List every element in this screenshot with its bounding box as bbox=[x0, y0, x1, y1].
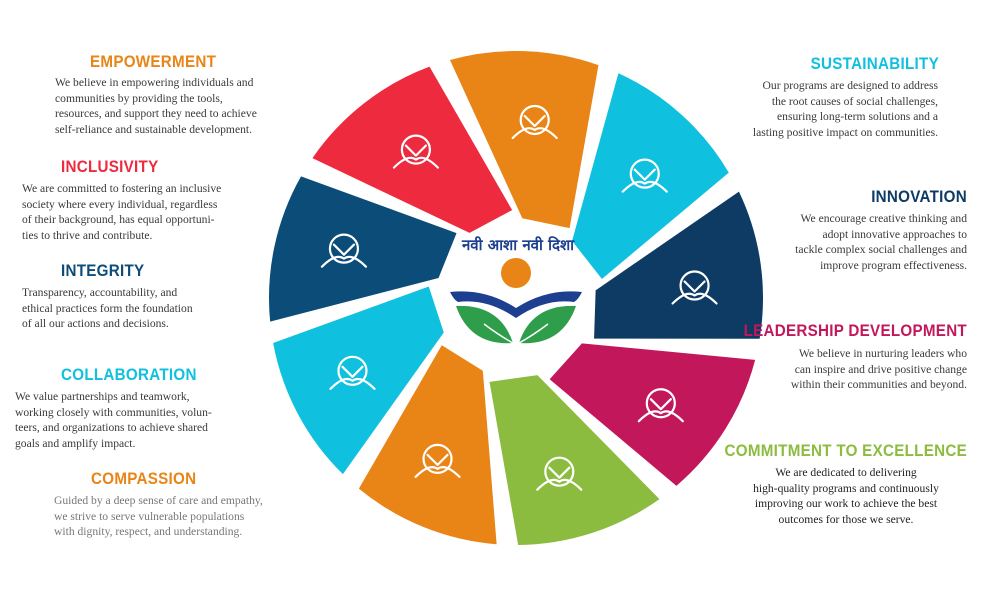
value-description: We believe in nurturing leaders who can … bbox=[790, 347, 967, 392]
value-description: We encourage creative thinking and adopt… bbox=[795, 212, 967, 272]
value-title: INTEGRITY bbox=[61, 262, 145, 280]
blade-integrity bbox=[269, 176, 457, 322]
blade-collaboration bbox=[273, 286, 444, 475]
value-description: Transparency, accountability, and ethica… bbox=[22, 286, 193, 331]
caring-hands-heart-icon bbox=[414, 443, 461, 478]
globe-hands-icon bbox=[621, 158, 668, 193]
value-excellence-desc: We are dedicated to delivering high-qual… bbox=[726, 465, 966, 527]
value-title: SUSTAINABILITY bbox=[810, 55, 939, 73]
handshake-shield-icon bbox=[320, 233, 368, 268]
value-integrity-desc: Transparency, accountability, and ethica… bbox=[22, 285, 282, 332]
value-description: We are committed to fostering an inclusi… bbox=[22, 182, 222, 242]
interlocked-hands-icon bbox=[392, 134, 440, 169]
value-description: Our programs are designed to address the… bbox=[752, 79, 938, 139]
value-leadership: LEADERSHIP DEVELOPMENT bbox=[667, 321, 967, 344]
value-inclusivity: INCLUSIVITY bbox=[61, 157, 321, 180]
value-title: COLLABORATION bbox=[61, 366, 197, 384]
value-compassion-desc: Guided by a deep sense of care and empat… bbox=[54, 493, 314, 540]
value-collaboration-desc: We value partnerships and teamwork, work… bbox=[15, 389, 275, 451]
value-leadership-desc: We believe in nurturing leaders who can … bbox=[707, 346, 967, 393]
value-compassion: COMPASSION bbox=[91, 469, 351, 492]
award-hand-icon bbox=[536, 456, 583, 491]
value-title: INCLUSIVITY bbox=[61, 158, 159, 176]
value-title: COMPASSION bbox=[91, 470, 197, 488]
value-integrity: INTEGRITY bbox=[61, 261, 321, 284]
value-empowerment-desc: We believe in empowering individuals and… bbox=[55, 75, 315, 137]
value-collaboration: COLLABORATION bbox=[61, 365, 321, 388]
blade-inclusivity bbox=[312, 66, 513, 233]
blade-compassion bbox=[358, 345, 497, 545]
blade-sustainability bbox=[572, 73, 729, 279]
value-empowerment: EMPOWERMENT bbox=[90, 52, 350, 75]
gear-bulb-icon bbox=[671, 270, 718, 305]
organization-logo: नवी आशा नवी दिशा bbox=[450, 236, 582, 344]
stacked-hands-icon bbox=[329, 355, 376, 390]
raised-fists-icon bbox=[511, 104, 558, 140]
blade-empowerment bbox=[449, 50, 599, 229]
value-title: COMMITMENT TO EXCELLENCE bbox=[724, 442, 967, 460]
logo-sun bbox=[501, 258, 531, 288]
value-description: We value partnerships and teamwork, work… bbox=[15, 390, 212, 450]
value-title: EMPOWERMENT bbox=[90, 53, 217, 71]
value-description: We believe in empowering individuals and… bbox=[55, 76, 257, 136]
value-sustainability-desc: Our programs are designed to address the… bbox=[678, 78, 938, 140]
logo-arc bbox=[450, 291, 582, 318]
value-sustainability: SUSTAINABILITY bbox=[679, 54, 939, 77]
value-description: We are dedicated to delivering high-qual… bbox=[753, 466, 939, 526]
blade-innovation bbox=[594, 191, 763, 339]
value-innovation: INNOVATION bbox=[707, 187, 967, 210]
blade-excellence bbox=[489, 375, 660, 545]
value-title: INNOVATION bbox=[871, 188, 967, 206]
leader-arrows-icon bbox=[637, 388, 684, 423]
value-excellence: COMMITMENT TO EXCELLENCE bbox=[667, 441, 967, 464]
value-title: LEADERSHIP DEVELOPMENT bbox=[743, 322, 967, 340]
value-innovation-desc: We encourage creative thinking and adopt… bbox=[707, 211, 967, 273]
value-description: Guided by a deep sense of care and empat… bbox=[54, 494, 263, 539]
logo-tagline: नवी आशा नवी दिशा bbox=[461, 236, 575, 254]
value-inclusivity-desc: We are committed to fostering an inclusi… bbox=[22, 181, 282, 243]
